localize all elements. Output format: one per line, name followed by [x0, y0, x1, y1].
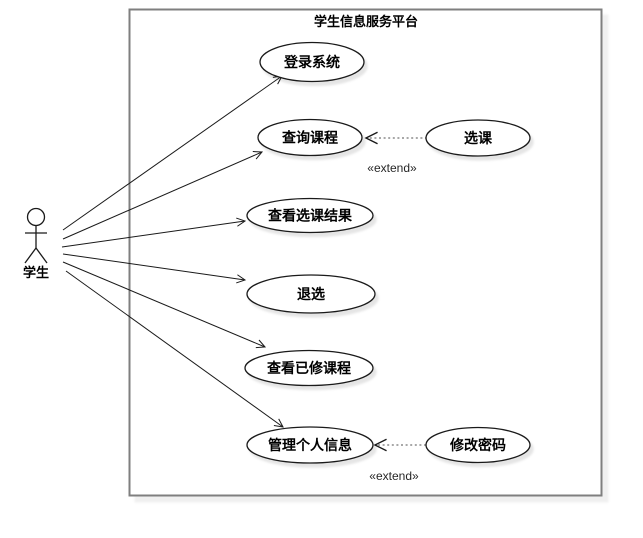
- actor-label: 学生: [23, 265, 49, 280]
- actor-student: 学生: [23, 207, 49, 280]
- usecase-login: 登录系统: [259, 41, 365, 83]
- usecase-query-course: 查询课程: [257, 118, 363, 157]
- usecase-change-password-label: 修改密码: [449, 437, 506, 453]
- actor-leg-left: [24, 247, 37, 264]
- usecase-view-completed-courses-shape: [244, 349, 374, 387]
- usecase-view-selection-result-label: 查看选课结果: [268, 208, 353, 224]
- usecase-login-shape: [259, 41, 365, 83]
- usecase-manage-personal-info-label: 管理个人信息: [268, 437, 352, 453]
- usecase-query-course-label: 查询课程: [282, 130, 338, 146]
- extend-label-query: «extend»: [367, 161, 417, 175]
- usecase-select-course-label: 选课: [464, 130, 493, 146]
- association-student-manage-personal-info: [65, 270, 284, 428]
- usecase-drop-course-shape: [246, 274, 376, 314]
- extend-label-password: «extend»: [369, 469, 419, 483]
- usecase-change-password: 修改密码: [425, 426, 531, 464]
- usecase-drop-course-label: 退选: [297, 286, 325, 302]
- system-title: 学生信息服务平台: [314, 14, 418, 29]
- usecase-view-completed-courses: 查看已修课程: [244, 349, 374, 387]
- association-student-view-completed-courses: [62, 261, 267, 349]
- usecase-view-selection-result: 查看选课结果: [246, 197, 374, 234]
- usecase-query-course-shape: [257, 118, 363, 157]
- usecase-manage-personal-info: 管理个人信息: [246, 426, 374, 464]
- actor-head: [26, 207, 46, 227]
- usecase-view-completed-courses-label: 查看已修课程: [267, 360, 351, 376]
- usecase-drop-course: 退选: [246, 274, 376, 314]
- usecase-login-label: 登录系统: [283, 54, 340, 70]
- association-student-drop-course: [62, 253, 247, 284]
- system-boundary: [128, 8, 603, 497]
- actor-leg-right: [35, 247, 48, 264]
- usecase-select-course-shape: [425, 119, 531, 157]
- association-student-query-course: [62, 151, 264, 240]
- usecase-select-course: 选课: [425, 119, 531, 157]
- usecase-manage-personal-info-shape: [246, 426, 374, 464]
- usecase-view-selection-result-shape: [246, 197, 374, 234]
- association-student-view-selection-result: [61, 217, 247, 248]
- association-student-login: [62, 75, 283, 231]
- usecase-change-password-shape: [425, 426, 531, 464]
